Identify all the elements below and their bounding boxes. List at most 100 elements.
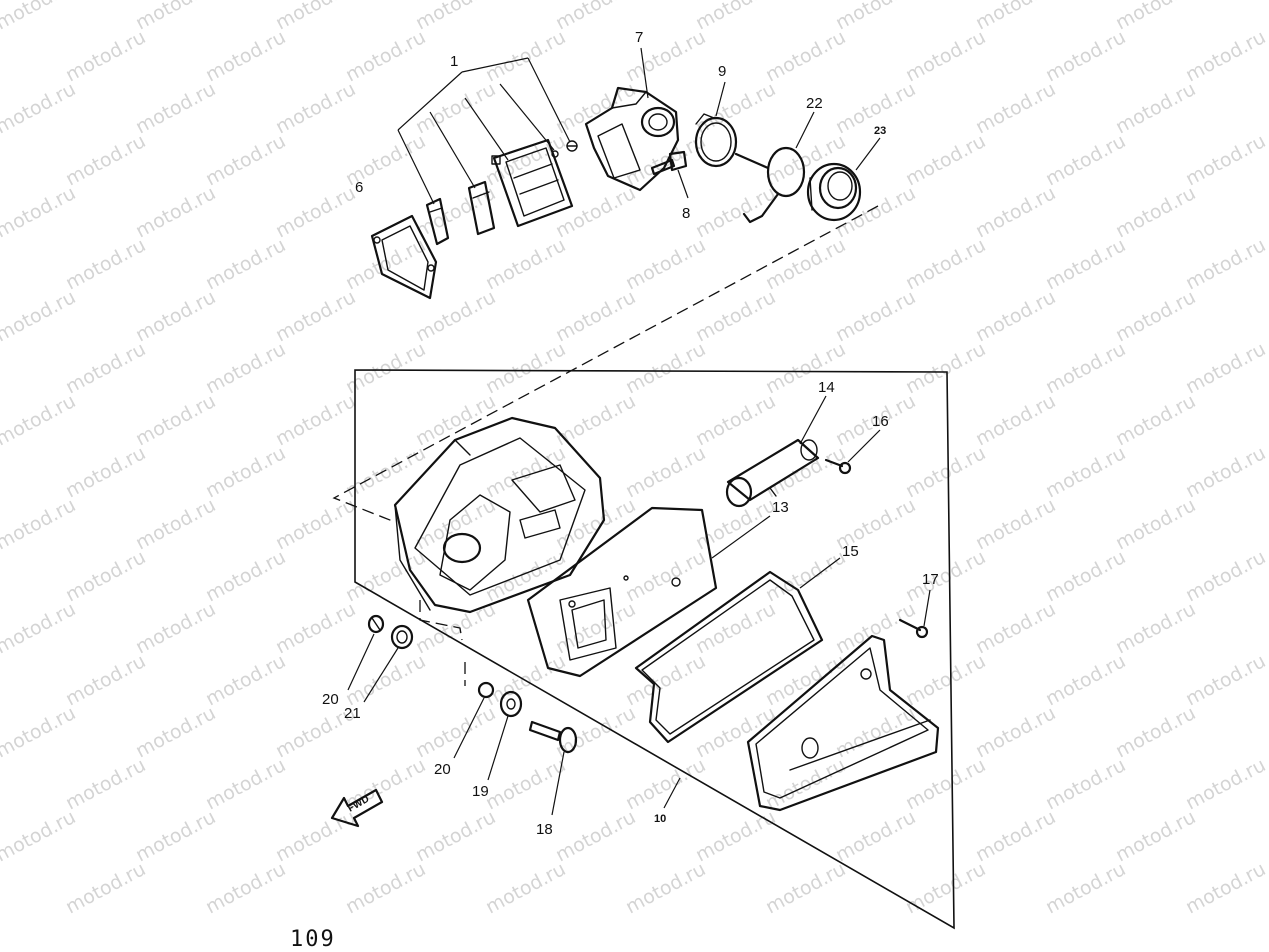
- intake-tube-14: [725, 438, 820, 508]
- watermark-text: motod.ru: [62, 234, 149, 294]
- leader-9: [715, 81, 726, 117]
- watermark-text: motod.ru: [972, 598, 1059, 658]
- watermark-text: motod.ru: [832, 286, 919, 346]
- joint-23: [806, 162, 862, 222]
- leader-14: [799, 395, 827, 445]
- centre-line: [332, 205, 879, 523]
- watermark-text: motod.ru: [622, 546, 709, 606]
- watermark-text: motod.ru: [1042, 858, 1129, 918]
- seal-15: [634, 570, 824, 744]
- hose-clamp-9: [694, 113, 738, 168]
- watermark-text: motod.ru: [412, 494, 499, 554]
- callout-23: 23: [874, 125, 886, 137]
- watermark-text: motod.ru: [342, 858, 429, 918]
- watermark-text: motod.ru: [552, 78, 639, 138]
- watermark-text: motod.ru: [1182, 650, 1269, 710]
- watermark-text: motod.ru: [902, 858, 989, 918]
- filter-element-13: [526, 506, 718, 678]
- watermark-text: motod.ru: [202, 234, 289, 294]
- watermark-text: motod.ru: [132, 806, 219, 866]
- watermark-text: motod.ru: [0, 390, 79, 450]
- watermark-text: motod.ru: [972, 0, 1059, 34]
- watermark-text: motod.ru: [1182, 442, 1269, 502]
- watermark-text: motod.ru: [1042, 26, 1129, 86]
- reed-valve-block: [491, 138, 574, 228]
- leader-20-left: [347, 633, 375, 691]
- watermark-text: motod.ru: [692, 182, 779, 242]
- watermark-text: motod.ru: [0, 78, 79, 138]
- watermark-text: motod.ru: [1042, 130, 1129, 190]
- watermark-text: motod.ru: [832, 0, 919, 34]
- collar-20-left: [367, 614, 385, 634]
- watermark-text: motod.ru: [832, 806, 919, 866]
- watermark-text: motod.ru: [412, 0, 499, 34]
- watermark-text: motod.ru: [272, 598, 359, 658]
- watermark-text: motod.ru: [622, 234, 709, 294]
- callout-20-lower: 20: [434, 761, 451, 778]
- watermark-text: motod.ru: [692, 598, 779, 658]
- watermark-text: motod.ru: [692, 390, 779, 450]
- watermark-text: motod.ru: [1112, 494, 1199, 554]
- callout-16: 16: [872, 413, 889, 430]
- watermark-text: motod.ru: [272, 182, 359, 242]
- watermark-text: motod.ru: [62, 546, 149, 606]
- leader-23: [855, 137, 881, 171]
- watermark-text: motod.ru: [1182, 130, 1269, 190]
- watermark-text: motod.ru: [412, 806, 499, 866]
- washer-19: [499, 690, 523, 718]
- watermark-text: motod.ru: [762, 26, 849, 86]
- leader-18: [551, 751, 565, 816]
- watermark-text: motod.ru: [1182, 26, 1269, 86]
- leader-20-lower: [453, 697, 485, 759]
- watermark-text: motod.ru: [902, 26, 989, 86]
- watermark-text: motod.ru: [1112, 78, 1199, 138]
- watermark-text: motod.ru: [762, 130, 849, 190]
- leader-22: [795, 111, 815, 149]
- callout-18: 18: [536, 821, 553, 838]
- watermark-text: motod.ru: [1112, 0, 1199, 34]
- watermark-text: motod.ru: [202, 442, 289, 502]
- watermark-text: motod.ru: [0, 598, 79, 658]
- air-cleaner-case: [393, 416, 606, 614]
- leader-1: [397, 57, 571, 205]
- watermark-text: motod.ru: [972, 494, 1059, 554]
- grommet-21: [390, 624, 414, 650]
- watermark-text: motod.ru: [1042, 442, 1129, 502]
- leader-17: [923, 589, 931, 627]
- screw-17: [898, 618, 929, 639]
- watermark-text: motod.ru: [902, 650, 989, 710]
- watermark-text: motod.ru: [132, 78, 219, 138]
- watermark-text: motod.ru: [202, 338, 289, 398]
- watermark-text: motod.ru: [552, 702, 639, 762]
- callout-17: 17: [922, 571, 939, 588]
- watermark-text: motod.ru: [1042, 650, 1129, 710]
- watermark-text: motod.ru: [272, 806, 359, 866]
- watermark-text: motod.ru: [1112, 390, 1199, 450]
- callout-22: 22: [806, 95, 823, 112]
- watermark-text: motod.ru: [1112, 286, 1199, 346]
- watermark-text: motod.ru: [972, 806, 1059, 866]
- watermark-text: motod.ru: [202, 130, 289, 190]
- bolt-8: [650, 150, 688, 176]
- callout-7: 7: [635, 29, 643, 46]
- collar-20-lower: [477, 681, 495, 699]
- watermark-text: motod.ru: [482, 754, 569, 814]
- reed-petal-left: [425, 197, 450, 246]
- watermark-text: motod.ru: [132, 182, 219, 242]
- air-cleaner-cover: [746, 634, 940, 812]
- callout-13: 13: [772, 499, 789, 516]
- callout-10: 10: [654, 813, 666, 825]
- watermark-text: motod.ru: [1182, 754, 1269, 814]
- watermark-text: motod.ru: [202, 858, 289, 918]
- watermark-text: motod.ru: [0, 494, 79, 554]
- watermark-text: motod.ru: [902, 338, 989, 398]
- watermark-text: motod.ru: [832, 598, 919, 658]
- watermark-text: motod.ru: [552, 390, 639, 450]
- watermark-text: motod.ru: [0, 0, 79, 34]
- leader-13: [711, 515, 771, 559]
- reed-petal-right: [467, 180, 496, 236]
- watermark-text: motod.ru: [202, 754, 289, 814]
- watermark-text: motod.ru: [0, 702, 79, 762]
